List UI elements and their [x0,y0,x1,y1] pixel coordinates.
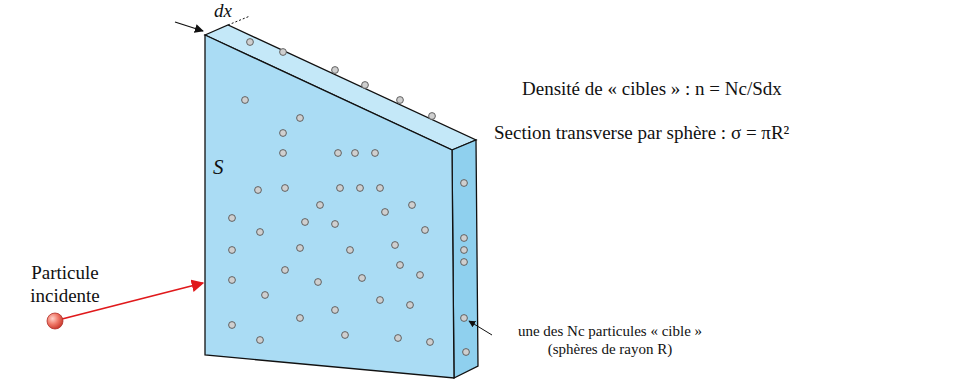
target-sphere [352,150,359,157]
target-sphere [262,292,269,299]
target-sphere [461,180,468,187]
target-sphere [461,247,468,254]
target-sphere [229,322,236,329]
particle-label: Particule incidente [6,262,124,308]
target-sphere [395,335,402,342]
target-sphere [297,315,304,322]
target-sphere [282,185,289,192]
target-sphere [359,275,366,282]
target-sphere [257,337,264,344]
target-sphere [280,49,287,56]
target-sphere [332,67,339,74]
target-sphere [280,130,287,137]
target-sphere [302,219,309,226]
target-sphere [315,279,322,286]
target-sphere [317,202,324,209]
target-sphere [337,185,344,192]
target-sphere [377,297,384,304]
target-sphere [409,202,416,209]
target-sphere [247,39,254,46]
target-sphere [372,150,379,157]
target-sphere [229,277,236,284]
target-note: une des Nc particules « cible » (sphères… [494,322,726,358]
dimension-label: dx [214,0,232,23]
target-sphere [280,150,287,157]
target-sphere [427,339,434,346]
target-sphere [461,259,468,266]
target-sphere [461,235,468,242]
target-sphere [463,349,470,356]
target-sphere [407,302,414,309]
density-formula: Densité de « cibles » : n = Nc/Sdx [522,78,782,101]
target-sphere [229,215,236,222]
target-sphere [357,185,364,192]
target-sphere [347,247,354,254]
slab-front [205,35,454,378]
target-sphere [397,97,404,104]
dimension-arrow [175,22,203,31]
target-sphere [392,242,399,249]
target-sphere [335,150,342,157]
target-sphere [282,267,289,274]
target-sphere [461,315,468,322]
target-sphere [417,272,424,279]
target-sphere [362,82,369,89]
target-sphere [382,209,389,216]
target-sphere [377,185,384,192]
target-spheres [229,39,470,356]
target-sphere [229,247,236,254]
target-sphere [297,245,304,252]
target-sphere [255,187,262,194]
target-sphere [297,115,304,122]
target-sphere [429,113,436,120]
leader-line [469,321,492,335]
incident-particle [47,313,63,329]
area-label: S [213,155,224,180]
cross-section-formula: Section transverse par sphère : σ = πR² [494,122,789,145]
target-sphere [342,332,349,339]
target-sphere [397,262,404,269]
target-sphere [242,97,249,104]
target-sphere [332,307,339,314]
target-sphere [257,229,264,236]
slab-side [452,140,478,378]
target-sphere [332,221,339,228]
target-sphere [422,227,429,234]
